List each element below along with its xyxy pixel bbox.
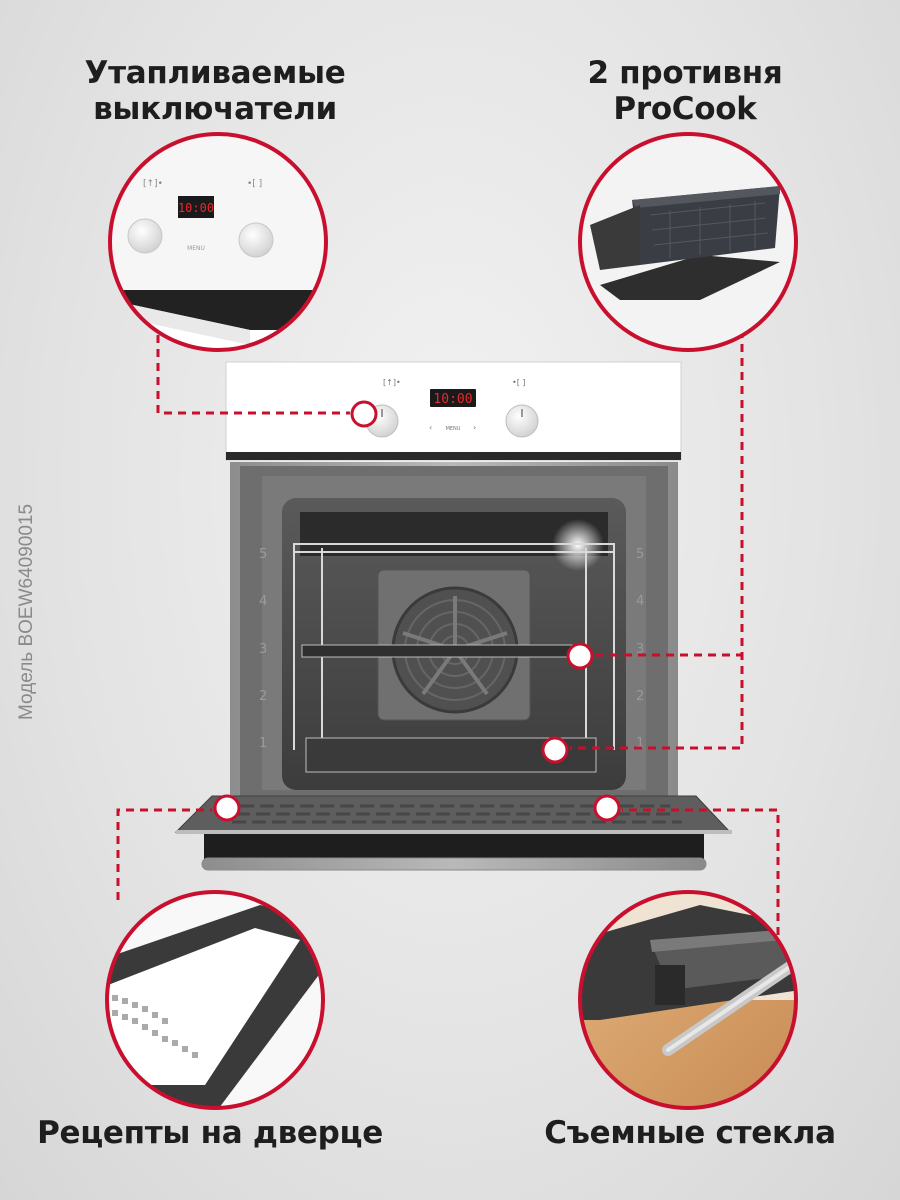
shelf-level-left: 5 [259, 547, 267, 562]
caption-two-trays: 2 противня ProCook [530, 55, 840, 127]
right-arrow-icon[interactable]: › [473, 423, 476, 432]
shelf-level-right: 4 [636, 594, 644, 609]
shelf-level-left: 1 [259, 736, 267, 751]
control-panel [225, 361, 682, 461]
caption-line: ProCook [613, 91, 757, 127]
caption-line: 2 противня [587, 55, 783, 91]
wire-shelf [293, 543, 615, 553]
svg-text:•[ ]: •[ ] [247, 179, 262, 189]
shelf-level-right: 2 [636, 689, 644, 704]
recipe-icons [112, 995, 198, 1058]
baking-tray-upper [301, 644, 587, 658]
left-arrow-icon[interactable]: ‹ [429, 423, 432, 432]
temperature-knob[interactable] [505, 404, 539, 438]
shelf-level-left: 3 [259, 642, 267, 657]
display-time: 10:00 [433, 392, 472, 407]
thermometer-icon: •[ ] [512, 378, 526, 387]
detail-recessed-knobs: 10:00 [↑]• •[ ] MENU [108, 132, 328, 352]
svg-text:[↑]•: [↑]• [143, 179, 163, 189]
mode-icon: [↑]• [383, 378, 401, 387]
caption-recessed-knobs: Утапливаемые выключатели [60, 55, 370, 127]
detail-removable-glass [578, 890, 798, 1110]
shelf-level-left: 2 [259, 689, 267, 704]
shelf-level-left: 4 [259, 594, 267, 609]
detail-display-time: 10:00 [178, 201, 214, 215]
detail-menu-label: MENU [187, 245, 205, 252]
marker-dots [213, 400, 621, 822]
shelf-level-right: 1 [636, 736, 644, 751]
clock-display [430, 389, 476, 407]
menu-button[interactable]: MENU [446, 426, 461, 432]
detail-trays [578, 132, 798, 352]
door-handle[interactable] [201, 857, 707, 871]
caption-line: Утапливаемые [84, 55, 346, 91]
caption-removable-glass: Съемные стекла [544, 1115, 836, 1151]
oven: [↑]• •[ ] 10:00 ‹ MENU › [174, 361, 732, 871]
shelf-level-right: 3 [636, 642, 644, 657]
caption-line: выключатели [93, 91, 337, 127]
connector-lines [116, 330, 780, 935]
caption-door-recipes: Рецепты на дверце [37, 1115, 383, 1151]
shelf-level-right: 5 [636, 547, 644, 562]
detail-door-recipes [105, 890, 325, 1110]
